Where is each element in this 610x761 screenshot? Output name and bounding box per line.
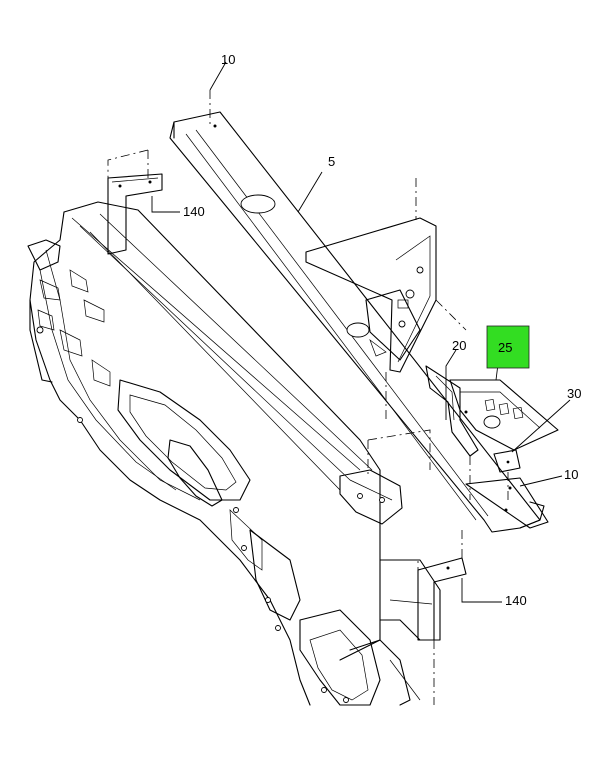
highlight-box-25 (486, 325, 530, 369)
part-5-top-rail (169, 111, 545, 533)
part-140-bracket-top (107, 173, 163, 255)
callout-30: 30 (567, 386, 581, 401)
callout-labels: 10 5 140 20 25 30 10 140 (183, 52, 581, 608)
callout-5: 5 (328, 154, 335, 169)
cab-panel-assembly (27, 201, 441, 706)
callout-20: 20 (452, 338, 466, 353)
part-140-bracket-bottom (417, 557, 467, 641)
callout-10-right: 10 (564, 467, 578, 482)
part-10-end-plate-right (465, 477, 549, 529)
callout-140-top: 140 (183, 204, 205, 219)
callout-140-bottom: 140 (505, 593, 527, 608)
callout-10-top: 10 (221, 52, 235, 67)
lower-mounting-bracket (339, 469, 403, 525)
part-25-reinforcement-plate (449, 379, 559, 473)
upper-mounting-plate (305, 217, 437, 373)
assembly-centerlines (107, 90, 509, 705)
callout-25: 25 (498, 340, 512, 355)
